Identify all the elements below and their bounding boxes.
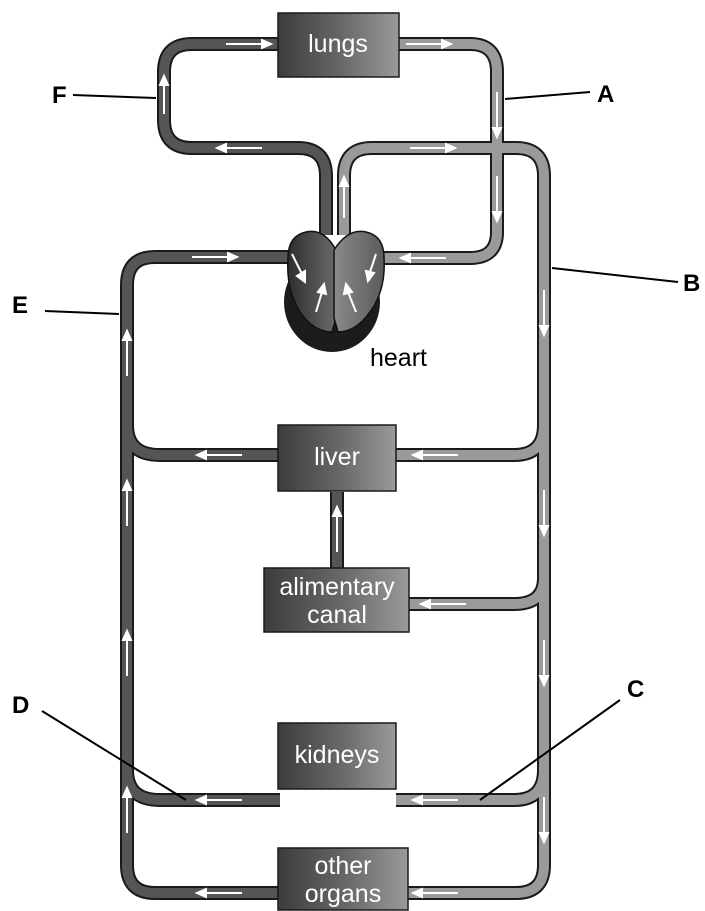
label-A: A [597,81,614,108]
lungs-box: lungs [278,13,399,77]
liver-label: liver [314,443,360,471]
label-D: D [12,692,29,719]
leader-line-D [42,711,186,800]
label-F: F [52,82,67,109]
label-B: B [683,270,700,297]
kidneys-box: kidneys [278,723,396,789]
liver-box: liver [278,425,396,491]
label-C: C [627,676,644,703]
alimentary-label-line2: canal [307,601,367,629]
kidneys-label: kidneys [295,741,380,769]
heart-label: heart [370,344,427,372]
other-organs-label-line1: other [315,852,372,880]
other-organs-box: other organs [278,848,408,910]
leader-line-E [45,311,119,314]
heart-icon [284,231,384,352]
alimentary-label-line1: alimentary [279,573,395,601]
other-organs-label-line2: organs [305,880,381,908]
label-E: E [12,292,28,319]
leader-line-B [552,268,678,282]
lungs-label: lungs [308,30,368,58]
leader-line-F [73,95,156,98]
alimentary-canal-box: alimentary canal [264,568,409,632]
leader-line-A [505,92,590,99]
